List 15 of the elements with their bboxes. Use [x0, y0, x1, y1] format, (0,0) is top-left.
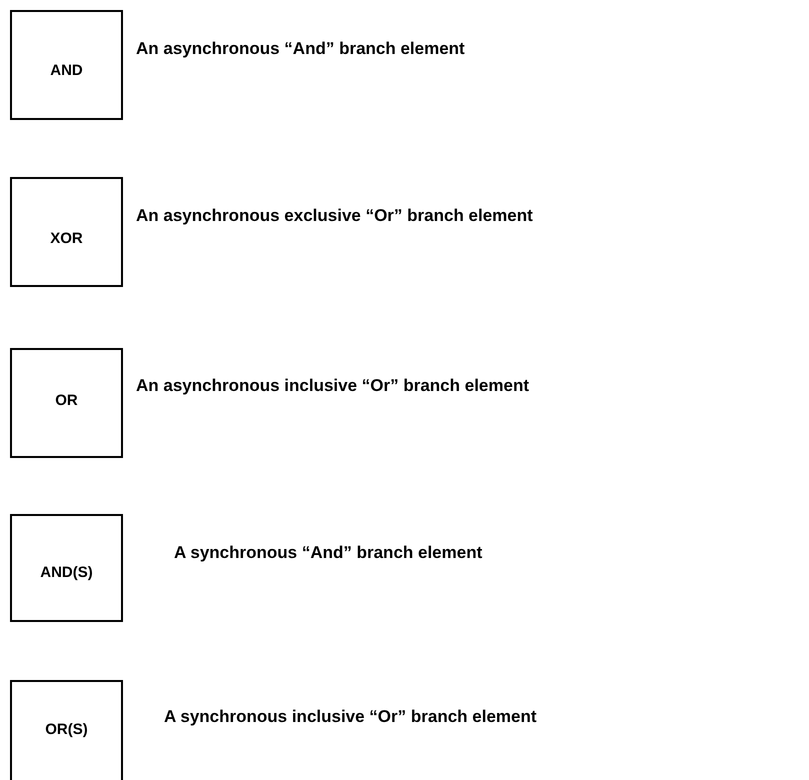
box-label: XOR [50, 230, 83, 246]
element-box [10, 348, 123, 458]
element-description: A synchronous “And” branch element [174, 543, 482, 563]
element-box [10, 680, 123, 780]
box-label: AND [50, 62, 83, 78]
element-description: A synchronous inclusive “Or” branch element [164, 707, 537, 727]
box-label: OR(S) [45, 720, 88, 738]
element-box [10, 514, 123, 622]
box-label: AND(S) [40, 564, 93, 580]
element-description: An asynchronous inclusive “Or” branch element [136, 376, 529, 396]
element-box [10, 10, 123, 120]
element-description: An asynchronous “And” branch element [136, 39, 465, 59]
element-box [10, 177, 123, 287]
box-label: OR [55, 392, 78, 408]
element-description: An asynchronous exclusive “Or” branch element [136, 206, 533, 226]
